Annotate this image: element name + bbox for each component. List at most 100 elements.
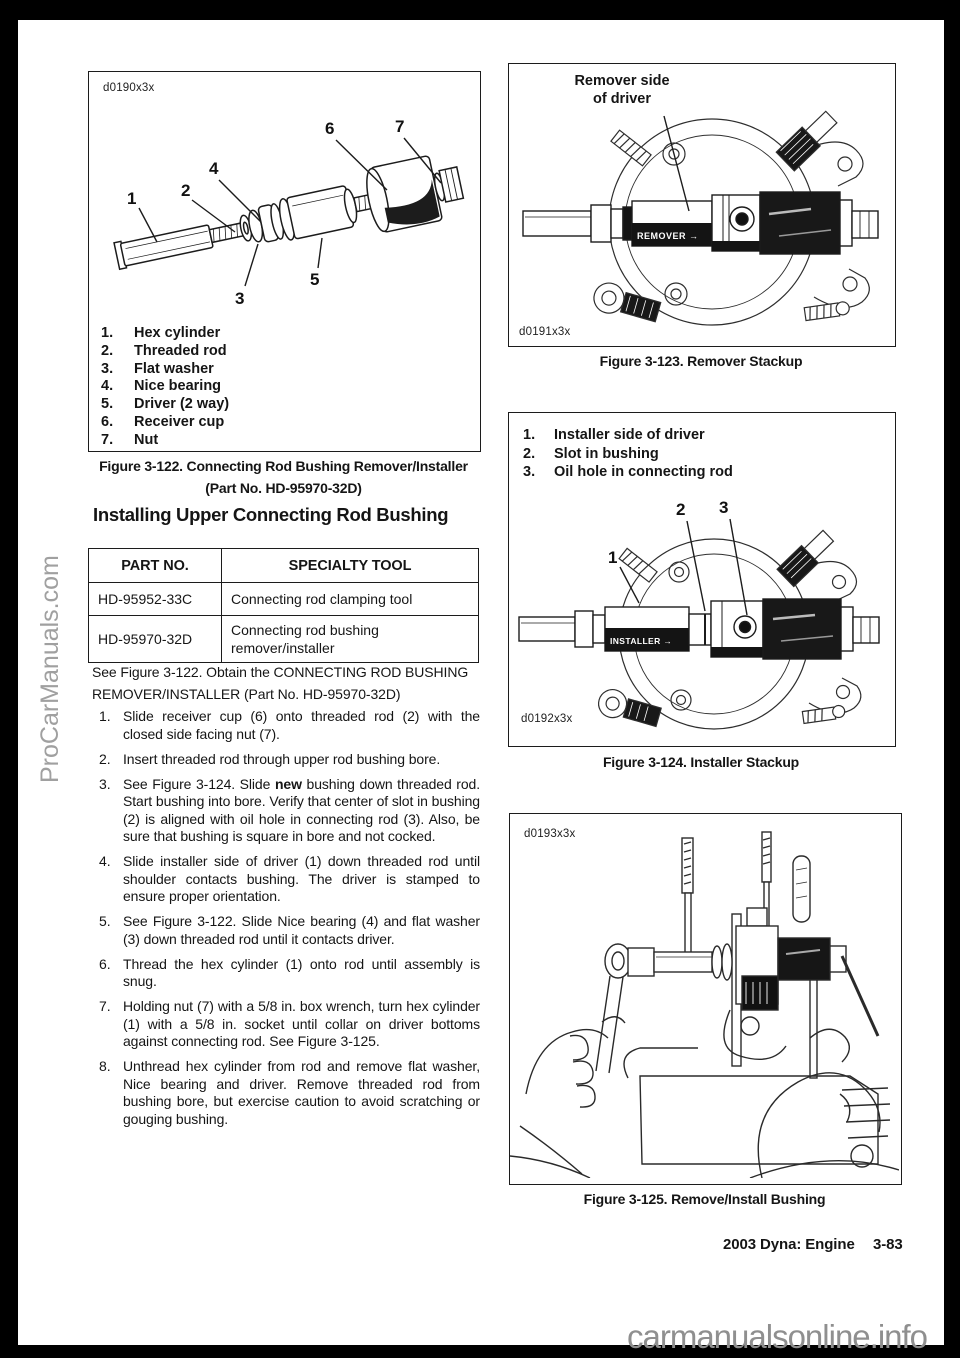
item-text: Slide receiver cup (6) onto threaded rod…: [123, 708, 480, 742]
tool-cell: Connecting rod clamping tool: [221, 582, 479, 616]
top-black-bar: [0, 0, 960, 20]
item-number: 5.: [99, 913, 111, 929]
figure-3-125-box: d0193x3x: [509, 813, 902, 1185]
figure-3-124-image-code: d0192x3x: [521, 713, 573, 725]
table-row: HD-95952-33C Connecting rod clamping too…: [88, 582, 479, 616]
item-text: Nut: [134, 431, 159, 448]
callout-2: 2: [181, 181, 190, 200]
figure-3-125-image-code: d0193x3x: [524, 828, 576, 840]
step-item: 8. Unthread hex cylinder from rod and rem…: [99, 1058, 481, 1128]
part-no-cell: HD-95970-32D: [88, 615, 222, 663]
legend-item: 2. Slot in bushing: [523, 445, 733, 464]
step-item: 5. See Figure 3-122. Slide Nice bearing (…: [99, 913, 481, 948]
item-number: 4.: [101, 378, 114, 395]
figure-3-124-caption: Figure 3-124. Installer Stackup: [602, 754, 800, 770]
footer-title: 2003 Dyna: Engine: [723, 1236, 855, 1253]
item-text: Slot in bushing: [554, 445, 659, 462]
callout-5: 5: [310, 270, 319, 289]
item-text: Hex cylinder: [134, 325, 221, 341]
step-item: 1. Slide receiver cup (6) onto threaded r…: [99, 708, 481, 743]
part-item: 3. Flat washer: [101, 361, 229, 379]
item-text: Insert threaded rod through upper rod bu…: [123, 750, 441, 767]
part-item: 1. Hex cylinder: [101, 325, 229, 343]
callout-6: 6: [325, 119, 334, 138]
item-number: 5.: [101, 396, 114, 413]
item-number: 7.: [101, 431, 114, 448]
part-item: 6. Receiver cup: [101, 414, 229, 432]
item-number: 2.: [523, 445, 536, 462]
callout-3: 3: [719, 498, 728, 517]
item-number: 1.: [523, 427, 536, 443]
figure-3-125-caption: Figure 3-125. Remove/Install Bushing: [583, 1191, 826, 1207]
part-item: 2. Threaded rod: [101, 343, 229, 361]
callout-7: 7: [395, 117, 404, 136]
carmanualsonline-watermark: carmanualsonline.info: [627, 1318, 928, 1355]
item-text: Thread the hex cylinder (1) onto rod unt…: [123, 955, 480, 990]
figure-3-123-image-code: d0191x3x: [519, 326, 571, 338]
intro-paragraph: See Figure 3-122. Obtain the CONNECTING …: [92, 664, 469, 702]
remover-stackup-drawing: REMOVER →: [522, 110, 879, 326]
callout-1: 1: [127, 189, 136, 208]
item-number: 2.: [99, 750, 111, 767]
remover-side-annotation: Remover side of driver: [557, 72, 687, 108]
callout-3: 3: [235, 289, 244, 308]
item-text: See Figure 3-124. Slide new bushing down…: [123, 775, 480, 845]
item-text: Flat washer: [134, 360, 214, 377]
part-item: 7. Nut: [101, 432, 229, 450]
item-text: Threaded rod: [134, 342, 227, 359]
item-text: Driver (2 way): [134, 396, 230, 413]
item-text: Receiver cup: [134, 413, 225, 430]
figure-3-123-box: REMOVER → Remover side of driver d0191x3…: [508, 63, 896, 347]
installer-stackup-drawing: 1 2 3 INSTALLER →: [518, 498, 880, 730]
caption-line-1: Figure 3-122. Connecting Rod Bushing Rem…: [99, 458, 468, 474]
item-number: 1.: [99, 708, 111, 724]
exploded-tool-drawing: 1 2 3 4 5 6 7: [113, 117, 465, 308]
procarmanuals-watermark: ProCarManuals.com: [36, 555, 64, 783]
item-number: 8.: [99, 1058, 111, 1074]
figure-3-122-box: d0190x3x: [88, 71, 481, 452]
bottom-black-bar: [0, 1345, 960, 1358]
callout-4: 4: [209, 159, 219, 178]
table-header-part-no: PART NO.: [88, 548, 222, 583]
item-text: Unthread hex cylinder from rod and remov…: [123, 1058, 480, 1127]
right-black-bar: [944, 0, 960, 1358]
table-header-specialty-tool: SPECIALTY TOOL: [221, 548, 479, 583]
item-text: Installer side of driver: [554, 427, 705, 443]
tool-cell: Connecting rod bushing remover/installer: [221, 615, 479, 663]
item-number: 1.: [101, 325, 114, 341]
step-item: 7. Holding nut (7) with a 5/8 in. box wre…: [99, 998, 481, 1051]
steps-list: 1. Slide receiver cup (6) onto threaded r…: [99, 708, 481, 1136]
installer-stamp: INSTALLER →: [610, 636, 672, 646]
item-number: 3.: [523, 464, 536, 481]
item-text: Nice bearing: [134, 378, 222, 395]
footer-page-number: 3-83: [873, 1236, 903, 1253]
item-number: 3.: [101, 360, 114, 377]
remover-stamp: REMOVER →: [637, 231, 699, 241]
part-no-cell: HD-95952-33C: [88, 582, 222, 616]
item-text: Slide installer side of driver (1) down …: [123, 853, 480, 904]
item-number: 7.: [99, 998, 111, 1014]
figure-3-122-caption: Figure 3-122. Connecting Rod Bushing Rem…: [88, 456, 479, 499]
parts-list: 1. Hex cylinder 2. Threaded rod 3. Flat washe…: [101, 325, 229, 450]
caption-line-2: (Part No. HD-95970-32D): [205, 479, 362, 496]
item-text: Holding nut (7) with a 5/8 in. box wrenc…: [123, 998, 480, 1049]
annotation-line-1: Remover side: [574, 73, 670, 89]
section-heading: Installing Upper Connecting Rod Bushing: [93, 504, 449, 525]
item-number: 2.: [101, 342, 114, 359]
item-number: 4.: [99, 853, 111, 869]
item-text: Oil hole in connecting rod: [554, 464, 733, 481]
figure-3-124-legend: 1. Installer side of driver 2. Slot in bush…: [523, 426, 733, 482]
annotation-line-2: of driver: [592, 91, 651, 107]
step-item: 3. See Figure 3-124. Slide new bushing do…: [99, 776, 481, 846]
item-number: 3.: [99, 775, 111, 792]
remove-install-bushing-drawing: [510, 831, 899, 1178]
specialty-tool-table: PART NO. SPECIALTY TOOL HD-95952-33C Con…: [88, 548, 479, 663]
callout-2: 2: [676, 500, 685, 519]
item-text: See Figure 3-122. Slide Nice bearing (4)…: [123, 913, 480, 947]
table-row: HD-95970-32D Connecting rod bushing remo…: [88, 615, 479, 663]
legend-item: 1. Installer side of driver: [523, 426, 733, 445]
figure-3-122-image-code: d0190x3x: [103, 82, 155, 94]
item-number: 6.: [101, 413, 114, 430]
left-black-bar: [0, 0, 18, 1358]
